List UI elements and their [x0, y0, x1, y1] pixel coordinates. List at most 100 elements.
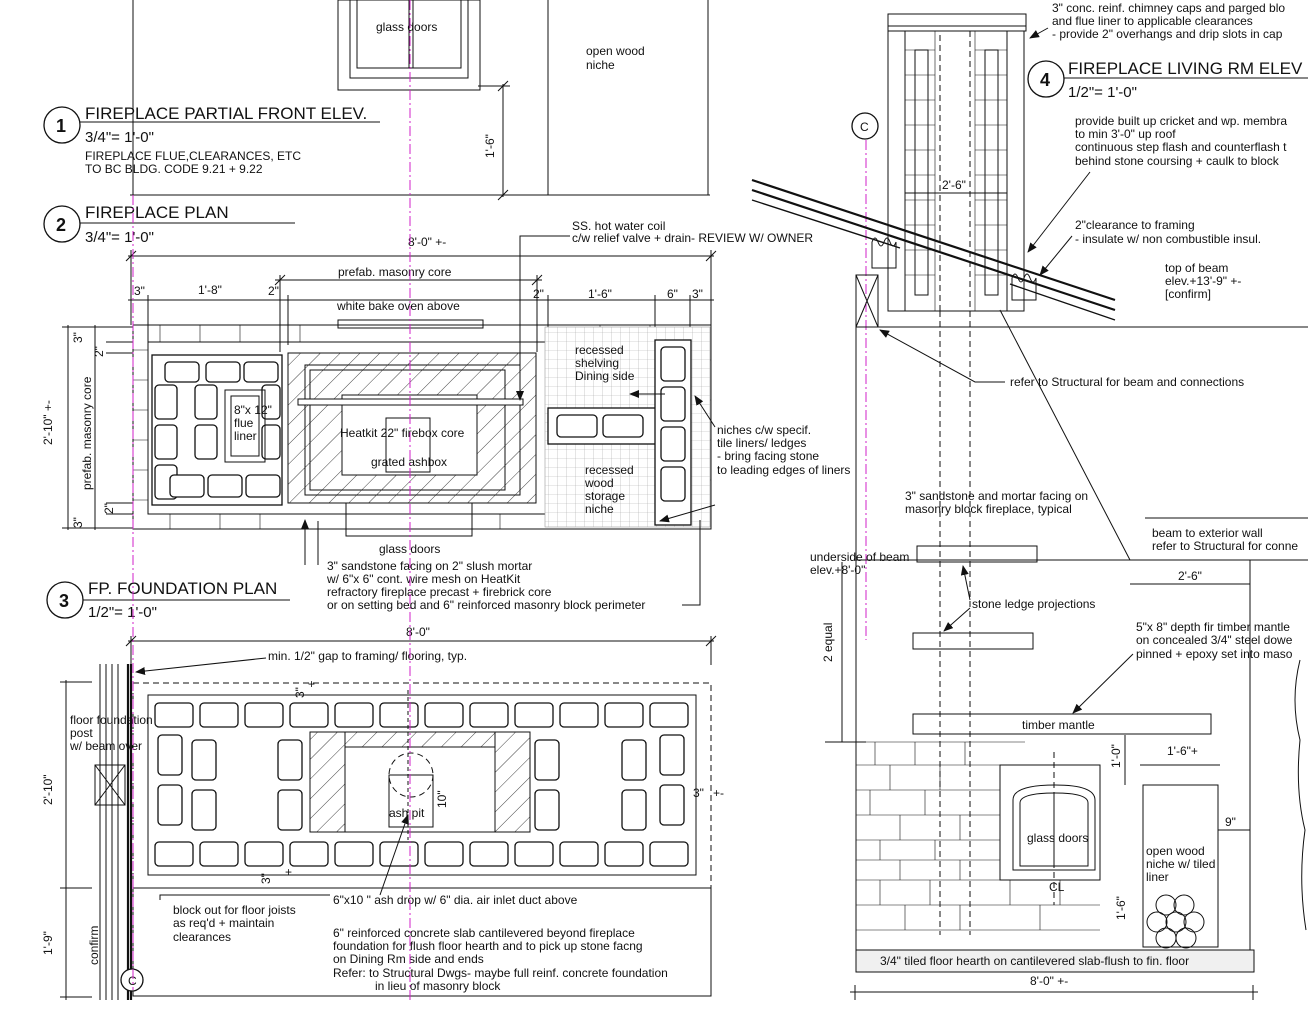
dim-2-10-vert: 2'-10" +-	[41, 400, 55, 445]
detail-scale-1: 3/4"= 1'-0"	[85, 129, 154, 146]
label-tiled-hearth: 3/4" tiled floor hearth on cantilevered …	[880, 954, 1189, 968]
dim-2-equal: 2 equal	[821, 623, 835, 662]
dim-1-6-niche: 1'-6"+	[1167, 744, 1198, 758]
dim-1-6: 1'-6"	[483, 134, 497, 158]
note-beam-top-3: [confirm]	[1165, 287, 1211, 301]
note-niches-3: - bring facing stone	[717, 449, 819, 463]
note-block-out-2: as req'd + maintain	[173, 916, 274, 930]
label-recessed-2: recessed	[585, 463, 634, 477]
label-liner: liner	[234, 429, 257, 443]
label-shelving: shelving	[575, 356, 619, 370]
detail-bubble-2	[43, 205, 81, 243]
note-mantle-2: on concealed 3/4" steel dowe	[1136, 633, 1293, 647]
dim-2-6-chimney: 2'-6"	[942, 178, 966, 192]
note-block-out-1: block out for floor joists	[173, 903, 296, 917]
note-facing-4: or on setting bed and 6" reinforced maso…	[327, 598, 645, 612]
dim-1-6-vert: 1'-6"	[1114, 896, 1128, 920]
detail-number-3: 3	[59, 591, 69, 611]
dim-2-6-wall: 2'-6"	[1178, 569, 1202, 583]
detail-number-1: 1	[56, 116, 66, 136]
label-wood: wood	[584, 476, 614, 490]
detail-3-foundation-plan: 3 FP. FOUNDATION PLAN 1/2"= 1'-0" 8'-0" …	[41, 579, 724, 1000]
detail-scale-2: 3/4"= 1'-0"	[85, 229, 154, 246]
note-facing-elev-1: 3" sandstone and mortar facing on	[905, 489, 1088, 503]
note-cricket-1: provide built up cricket and wp. membra	[1075, 114, 1287, 128]
label-recessed-1: recessed	[575, 343, 624, 357]
note-slab-1: 6" reinforced concrete slab cantilevered…	[333, 926, 635, 940]
label-niche-tiled: niche w/ tiled	[1146, 857, 1215, 871]
note-cap-2: and flue liner to applicable clearances	[1052, 14, 1253, 28]
dim-3in-a: 3"	[134, 284, 145, 298]
note-cap-3: - provide 2" overhangs and drip slots in…	[1052, 27, 1283, 41]
detail-bubble-4	[1027, 60, 1065, 98]
note-slab-4: Refer: to Structural Dwgs- maybe full re…	[333, 966, 668, 980]
dim-2in-a: 2"	[268, 284, 279, 298]
section-mark-c-elev: C	[860, 120, 869, 134]
label-liner-elev: liner	[1146, 870, 1169, 884]
note-beam-top-2: elev.+13'-9" +-	[1165, 274, 1241, 288]
label-ash-pit: ash pit	[389, 806, 425, 820]
detail-scale-4: 1/2"= 1'-0"	[1068, 84, 1137, 101]
detail-number-2: 2	[56, 215, 66, 235]
detail-2-fireplace-plan: 2 FIREPLACE PLAN 3/4"= 1'-0" 8'-0" +- pr…	[41, 203, 850, 612]
note-facing-2: w/ 6"x 6" cont. wire mesh on HeatKit	[326, 572, 521, 586]
detail-title-4: FIREPLACE LIVING RM ELEV	[1068, 59, 1303, 78]
note-facing-3: refractory fireplace precast + firebrick…	[327, 585, 552, 599]
note-niches-1: niches c/w specif.	[717, 423, 811, 437]
detail-bubble-1	[43, 106, 81, 144]
note-niches-4: to leading edges of liners	[717, 463, 850, 477]
note-slab-5: in lieu of masonry block	[375, 979, 501, 993]
dim-vert-2in-b: 2"	[102, 503, 116, 514]
dim-prefab-core: prefab. masonry core	[338, 265, 452, 279]
label-heatkit-firebox: Heatkit 22" firebox core	[340, 426, 465, 440]
section-mark-c-fdn: C	[128, 974, 137, 988]
note-block-out-3: clearances	[173, 930, 231, 944]
label-niche: niche	[586, 58, 615, 72]
label-stone-ledge: stone ledge projections	[972, 597, 1095, 611]
label-storage: storage	[585, 489, 625, 503]
detail-scale-3: 1/2"= 1'-0"	[88, 604, 157, 621]
note-facing-1: 3" sandstone facing on 2" slush mortar	[327, 559, 532, 573]
dim-fdn-1-9: 1'-9"	[41, 931, 55, 955]
note-underside-beam: underside of beam	[810, 550, 909, 564]
note-facing-elev-2: masonry block fireplace, typical	[905, 502, 1072, 516]
dim-fdn-8-0: 8'-0"	[406, 625, 430, 639]
label-confirm: confirm	[87, 926, 101, 965]
note-niches-2: tile liners/ ledges	[717, 436, 806, 450]
note-ash-drop: 6"x10 " ash drop w/ 6" dia. air inlet du…	[333, 893, 578, 907]
dim-fdn-3in-a: 3"	[293, 687, 307, 698]
dim-fdn-plus-b: +	[285, 865, 292, 879]
label-glass-doors-elev: glass doors	[1027, 831, 1088, 845]
note-hot-water-coil: SS. hot water coil	[572, 219, 665, 233]
detail-1-partial-front-elevation: glass doors open wood niche 1'-6" 1 FIRE…	[43, 0, 710, 201]
dim-3in-b: 3"	[692, 287, 703, 301]
label-white-bake-oven: white bake oven above	[336, 299, 460, 313]
note-clearance-1: 2"clearance to framing	[1075, 218, 1195, 232]
dim-overall-8-0: 8'-0" +-	[408, 235, 446, 249]
note-post: post	[70, 726, 93, 740]
label-flue: flue	[234, 416, 254, 430]
dim-elev-8-0: 8'-0" +-	[1030, 974, 1068, 988]
label-dining-side: Dining side	[575, 369, 635, 383]
dim-fdn-3in-b: 3"	[693, 786, 704, 800]
note-cricket-4: behind stone coursing + caulk to block	[1075, 154, 1280, 168]
label-niche-plan: niche	[585, 502, 614, 516]
detail-title-3: FP. FOUNDATION PLAN	[88, 579, 277, 598]
label-glass-doors: glass doors	[376, 20, 437, 34]
note-min-gap: min. 1/2" gap to framing/ flooring, typ.	[268, 649, 467, 663]
dim-fdn-2-10: 2'-10"	[41, 774, 55, 805]
note-cricket-2: to min 3'-0" up roof	[1075, 127, 1176, 141]
label-grated-ashbox: grated ashbox	[371, 455, 447, 469]
dim-prefab-core-vert: prefab. masonry core	[80, 376, 94, 490]
note-ext-wall-2: refer to Structural for conne	[1152, 539, 1298, 553]
label-flue-size: 8"x 12"	[234, 403, 272, 417]
note-beam-top-1: top of beam	[1165, 261, 1228, 275]
note-slab-3: on Dining Rm side and ends	[333, 952, 484, 966]
dim-10in: 10"	[435, 790, 449, 808]
dim-2in-b: 2"	[533, 287, 544, 301]
detail-title-2: FIREPLACE PLAN	[85, 203, 229, 222]
note-bc-code: TO BC BLDG. CODE 9.21 + 9.22	[85, 162, 263, 176]
note-ext-wall-1: beam to exterior wall	[1152, 526, 1263, 540]
dim-1-8: 1'-8"	[198, 283, 222, 297]
label-timber-mantle: timber mantle	[1022, 718, 1095, 732]
